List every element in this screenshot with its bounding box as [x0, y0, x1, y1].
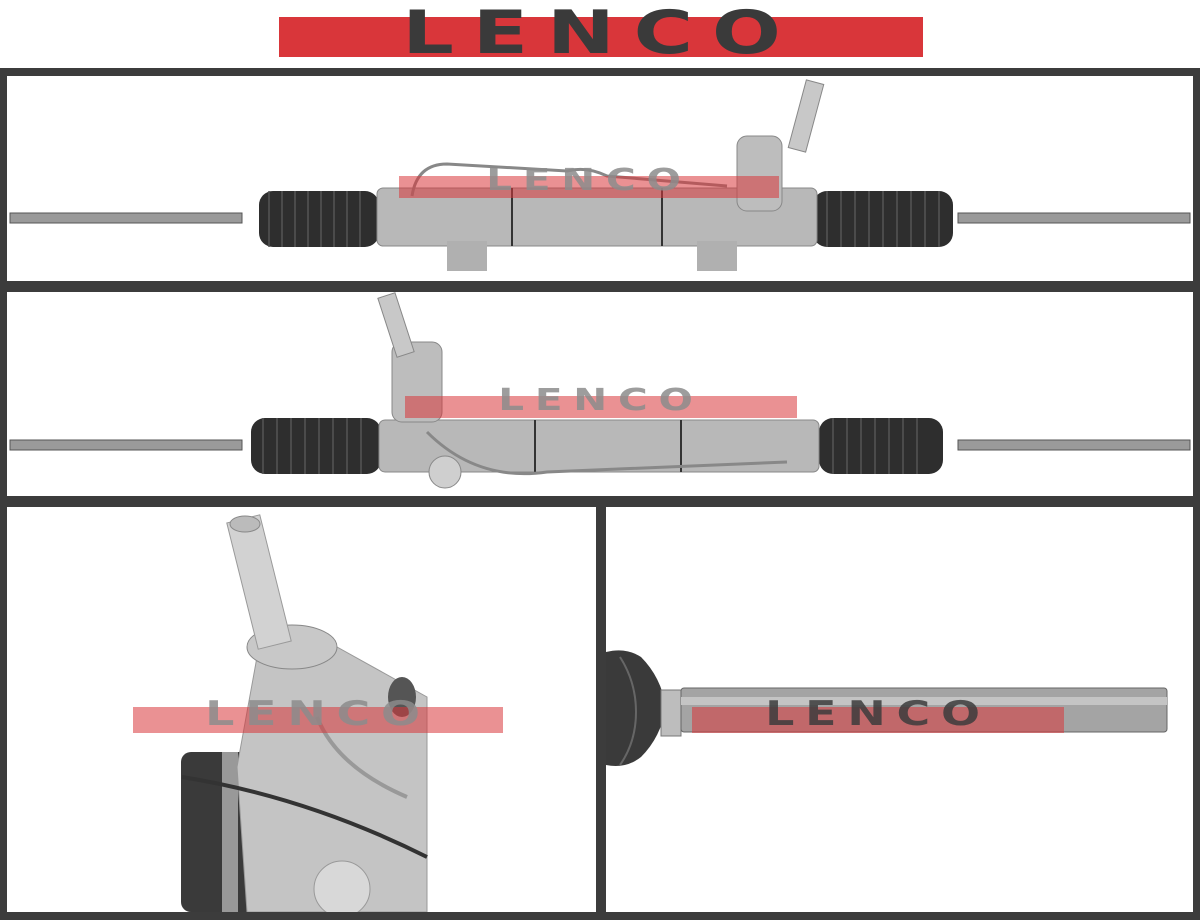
product-view-top[interactable]: LENCO	[7, 76, 1193, 281]
watermark: LENCO	[405, 386, 797, 418]
steering-rack-image	[9, 292, 1191, 489]
watermark: LENCO	[399, 166, 779, 198]
watermark: LENCO	[692, 697, 1064, 733]
product-view-pinion-detail[interactable]: LENCO	[7, 507, 596, 912]
product-view-rear[interactable]: LENCO	[7, 292, 1193, 496]
brand-logo-text: LENCO	[402, 0, 800, 68]
brand-logo: LENCO	[279, 3, 923, 63]
product-view-tie-rod-detail[interactable]: LENCO	[606, 507, 1193, 912]
watermark: LENCO	[133, 697, 503, 733]
